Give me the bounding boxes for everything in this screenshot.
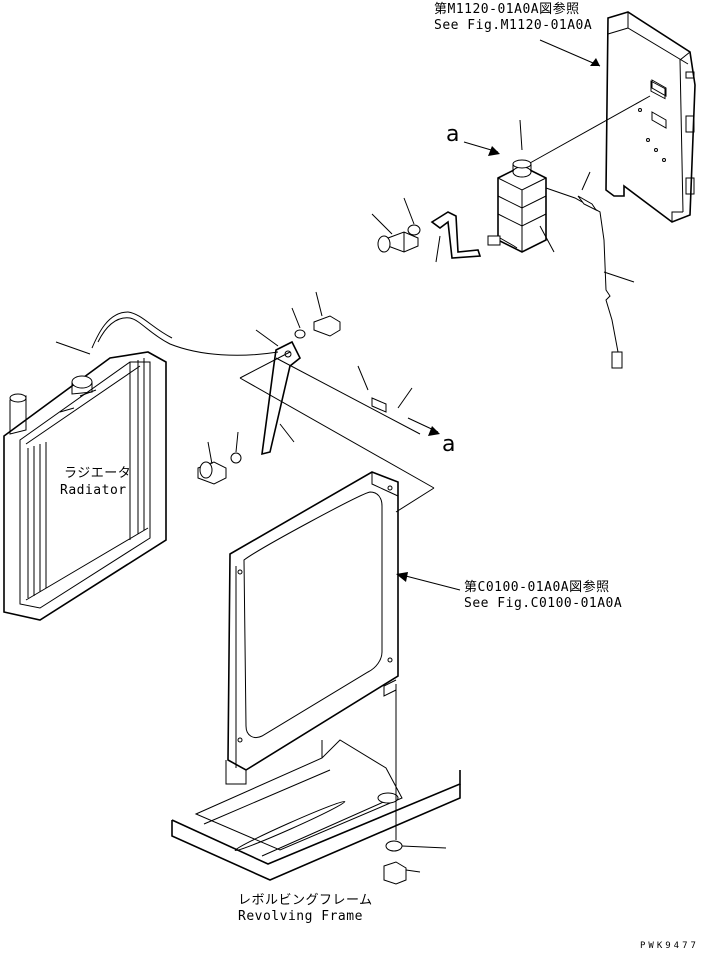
reference-m1120-en: See Fig.M1120-01A0A xyxy=(434,18,593,33)
tank-strap xyxy=(430,211,482,259)
shroud-frame xyxy=(225,471,399,785)
reference-m1120-jp: 第M1120-01A0A図参照 xyxy=(434,2,580,17)
hose-end xyxy=(611,351,623,369)
radiator xyxy=(3,351,167,621)
c0100-arrow-line xyxy=(397,573,461,591)
radiator-hose xyxy=(91,311,279,356)
axis-line xyxy=(275,357,421,435)
connection-mark-a-bottom: a xyxy=(442,432,456,457)
radiator-label-jp: ラジエータ xyxy=(64,466,132,481)
radiator-label-en: Radiator xyxy=(60,483,127,498)
revolving-frame-label-jp: レボルビングフレーム xyxy=(238,893,373,908)
connection-mark-a-top: a xyxy=(446,122,460,147)
plane-lines xyxy=(239,351,435,489)
revolving-frame xyxy=(171,739,461,881)
tank-to-bracket-line xyxy=(529,95,651,164)
mounting-bracket xyxy=(605,11,696,223)
overflow-hose xyxy=(545,187,619,353)
bolt-lower xyxy=(197,452,242,485)
bolt-middle xyxy=(294,315,387,413)
clip xyxy=(577,195,598,212)
mount-bolt xyxy=(383,840,447,885)
middle-leaders xyxy=(55,291,413,465)
reference-c0100-jp: 第C0100-01A0A図参照 xyxy=(464,580,610,595)
drawing-code: PWK9477 xyxy=(640,941,699,951)
reference-c0100-en: See Fig.C0100-01A0A xyxy=(464,596,623,611)
revolving-frame-label-en: Revolving Frame xyxy=(238,909,363,924)
stay-bracket xyxy=(261,340,302,456)
leader-lines xyxy=(371,119,635,283)
bolt-upper xyxy=(377,224,421,253)
ref-arrow-line xyxy=(539,39,601,67)
reservoir-tank xyxy=(487,159,547,253)
ref-arrowhead xyxy=(590,58,600,66)
